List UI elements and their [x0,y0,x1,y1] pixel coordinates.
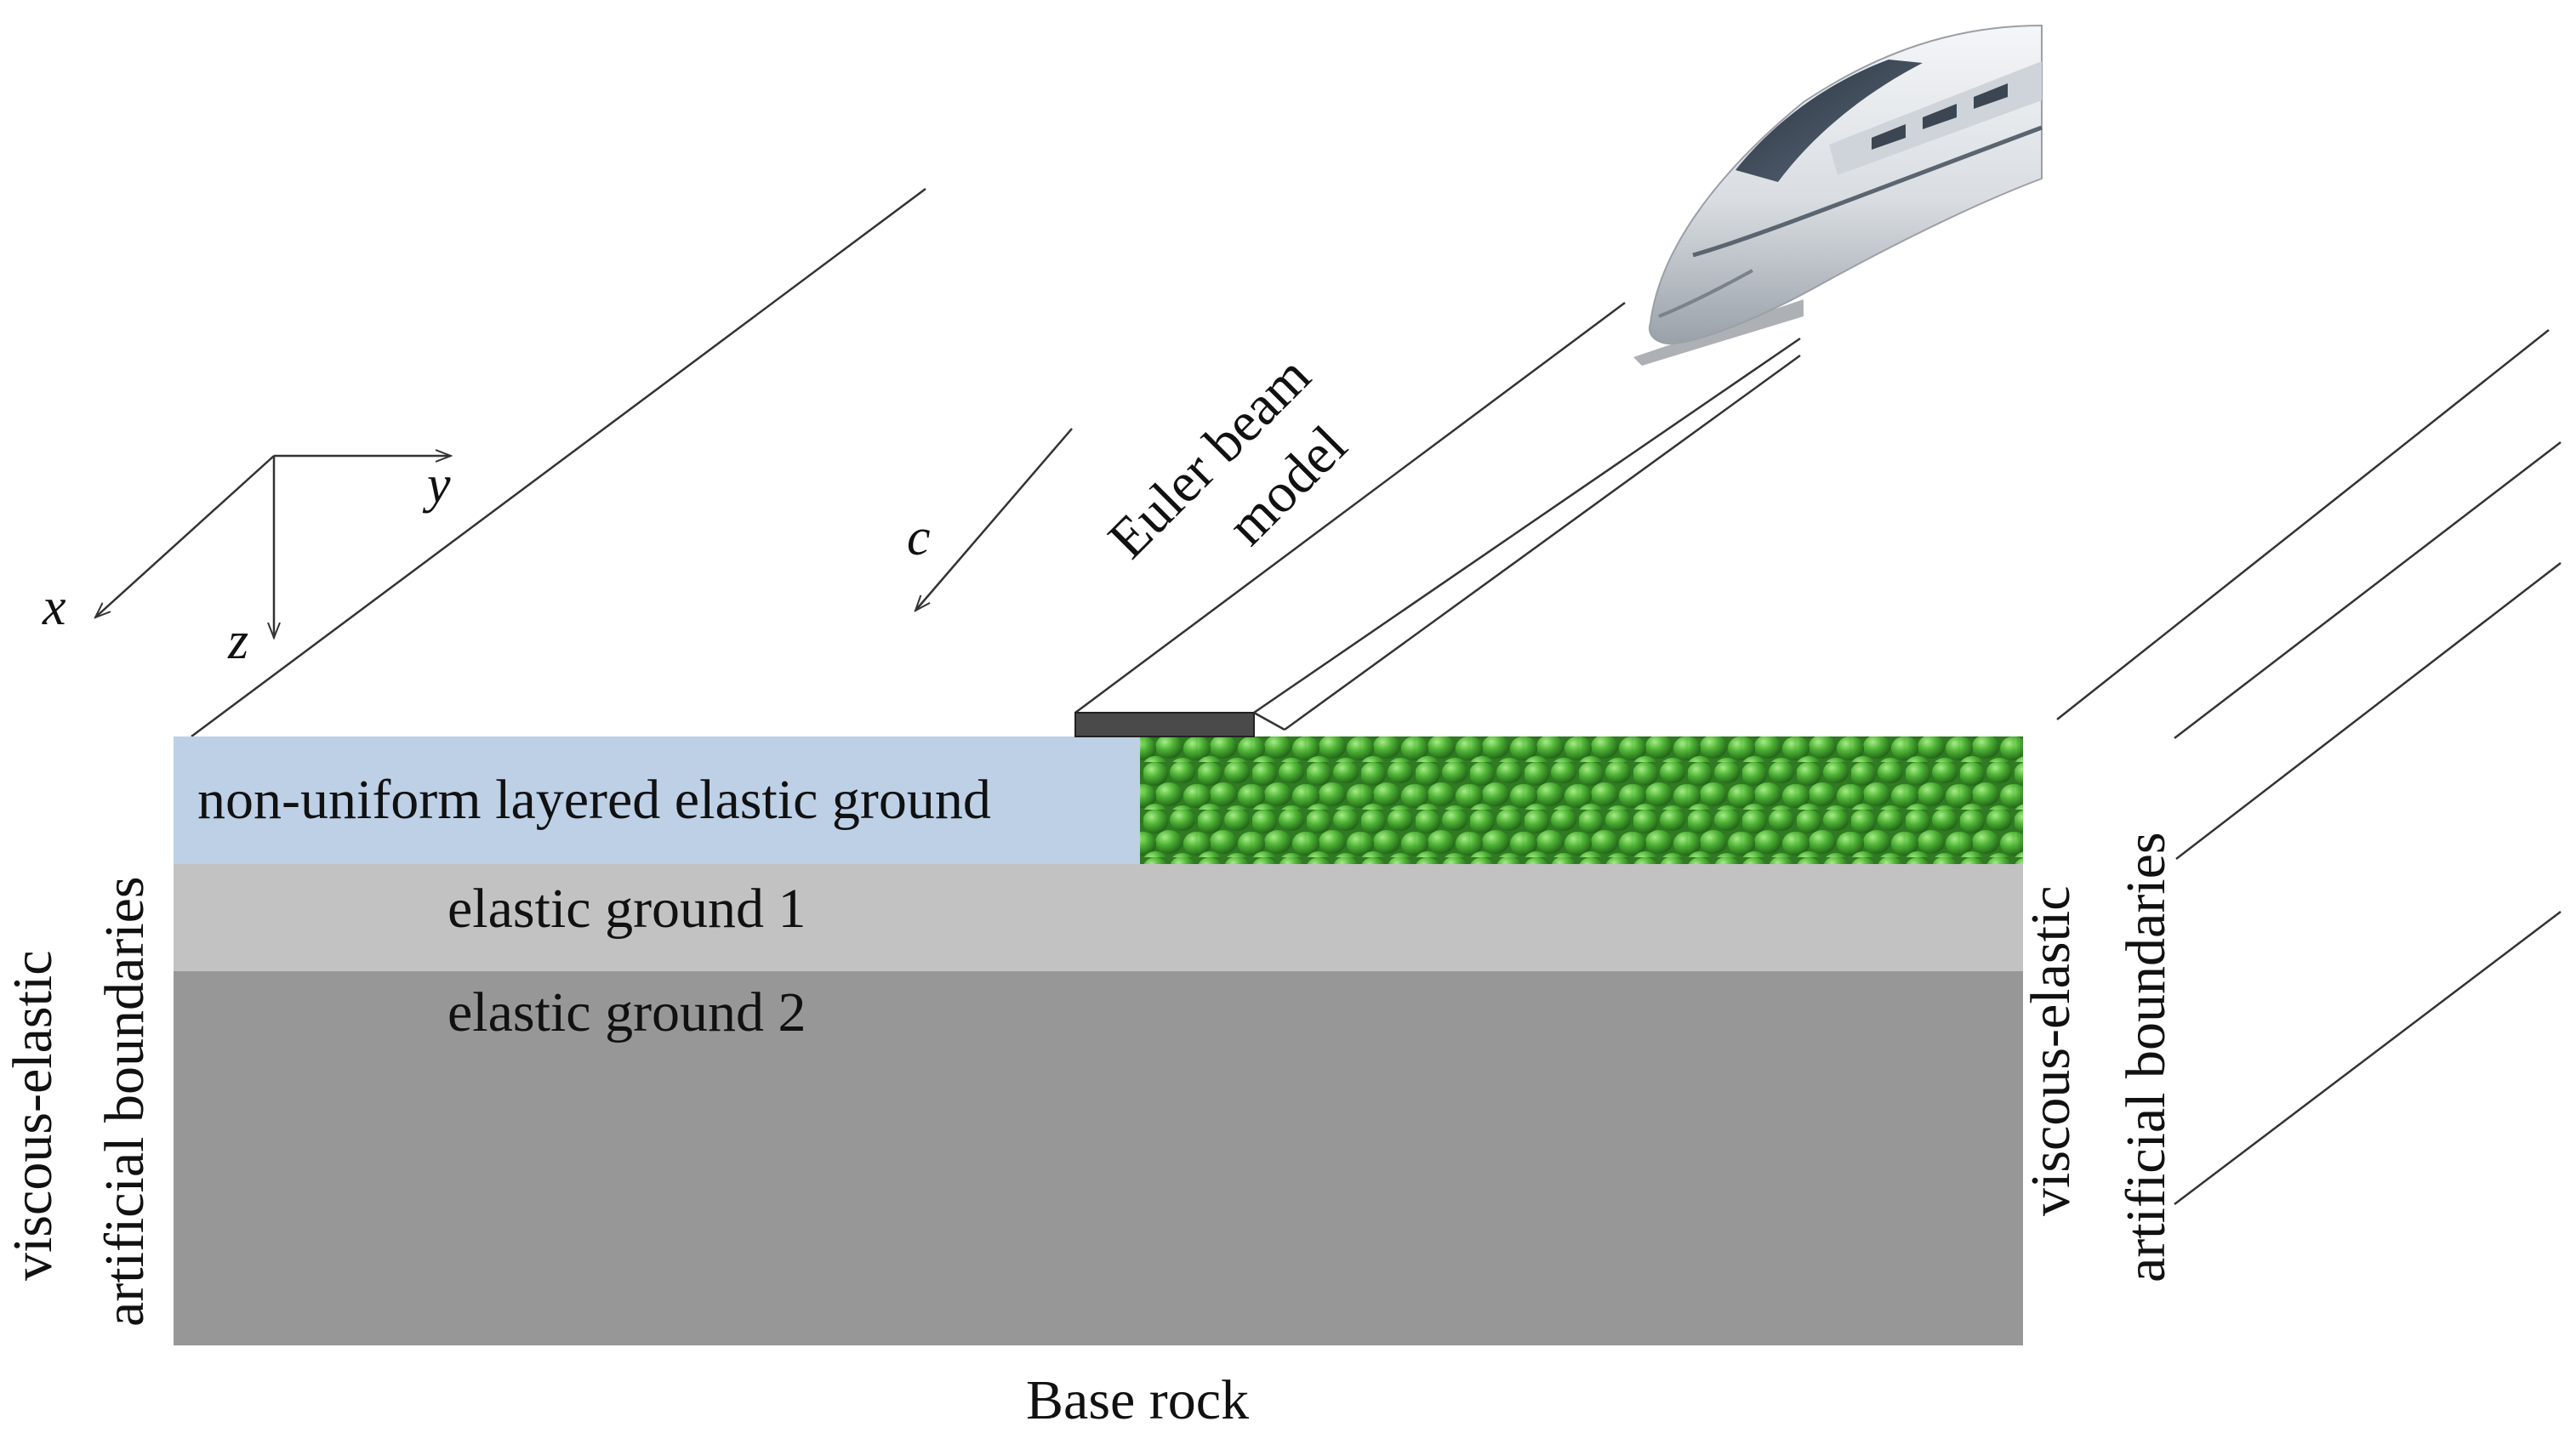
granular-layer [1140,736,2023,864]
depth-line-beam-front [1074,301,1626,714]
top-layer-label: non-uniform layered elastic ground [197,769,991,831]
perspective-lines [191,187,2562,1205]
depth-line-right-1 [2056,329,2550,720]
bottom-layer [174,971,2023,1345]
coordinate-axes [95,456,451,638]
euler-beam [1074,712,1255,737]
left-boundary-label: viscous-elastic artificial boundaries [2,876,156,1327]
x-axis-label: x [42,578,66,636]
beam-label: Euler beam model [1097,344,1359,570]
y-axis-label: y [422,456,451,514]
base-rock-label: Base rock [1026,1369,1249,1431]
bottom-layer-label: elastic ground 2 [447,981,806,1043]
speed-label: c [907,509,931,566]
left-boundary-line1: viscous-elastic [2,950,64,1281]
high-speed-train-icon [1633,24,2043,366]
depth-line-beam-rail1 [1253,337,1801,714]
depth-line-left [191,187,926,738]
x-axis-arrow [95,455,275,617]
middle-layer-label: elastic ground 1 [447,878,806,940]
z-axis-label: z [227,612,248,670]
depth-line-right-3 [2175,562,2562,860]
speed-arrow [915,428,1073,611]
depth-line-right-4 [2174,911,2562,1205]
depth-line-right-2 [2174,441,2562,739]
right-boundary-line2: artificial boundaries [2115,832,2177,1282]
top-layer [174,736,1140,864]
right-boundary-label: viscous-elastic artificial boundaries [2020,832,2177,1282]
depth-line-beam-rail2 [1284,354,1801,731]
euler-beam-edge [1253,711,1285,731]
middle-layer [174,864,2023,971]
right-boundary-line1: viscous-elastic [2020,885,2082,1216]
left-boundary-line2: artificial boundaries [94,876,156,1327]
